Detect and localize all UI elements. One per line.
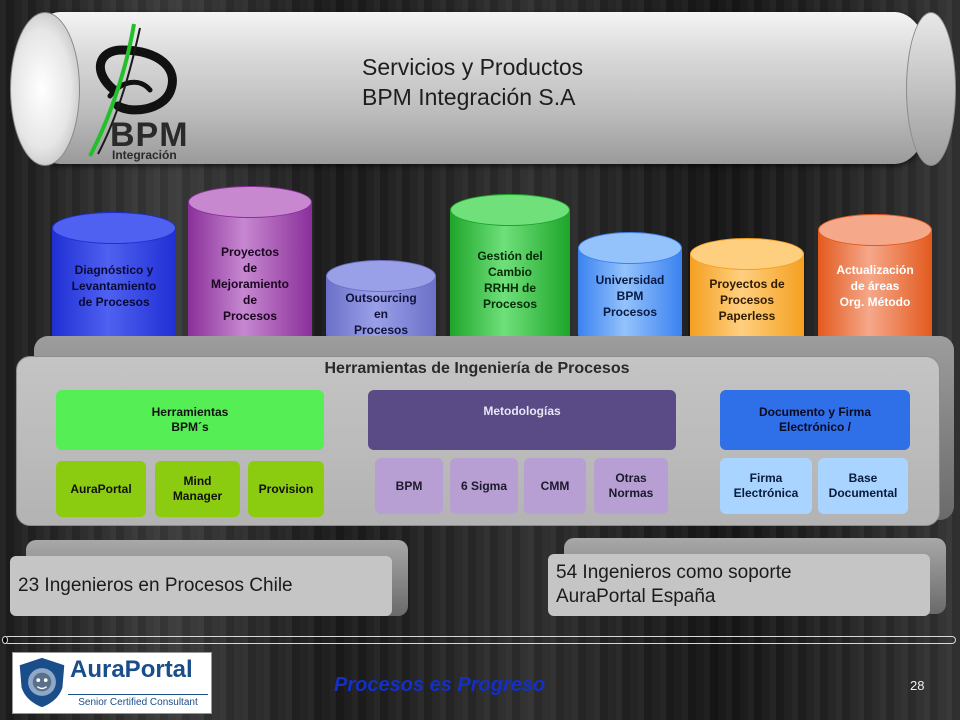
- header-tube-cap: [10, 12, 80, 166]
- cylinder-top: [188, 186, 312, 218]
- firma-line: Firma Electrónica: [733, 471, 799, 500]
- docs-header: Documento y Firma Electrónico /: [720, 390, 910, 450]
- cylinder-top: [818, 214, 932, 246]
- docs-header-line-1: Documento y Firma: [758, 405, 872, 419]
- cylinder-top: [690, 238, 804, 270]
- method-bpm: BPM: [375, 458, 443, 514]
- cylinder-label-line: Universidad: [595, 273, 665, 287]
- bpm-logo-icon: [88, 23, 177, 157]
- cylinder-label-line: Proyectos de: [709, 277, 785, 291]
- method-cmm: CMM: [524, 458, 586, 514]
- cylinder-label-line: Mejoramiento: [210, 277, 289, 291]
- cylinder-label-line: Actualización: [836, 263, 914, 277]
- page-title: Servicios y Productos BPM Integración S.…: [362, 52, 583, 112]
- cylinder-body: [578, 247, 682, 350]
- cylinder-label-line: Diagnóstico y: [74, 263, 154, 277]
- cylinder-label-line: Procesos: [222, 309, 278, 323]
- tools-header-line-1: Herramientas: [151, 405, 229, 419]
- method-otras-normas: Otras Normas: [594, 458, 668, 514]
- cylinder-body: [52, 227, 176, 354]
- cylinder-label-line: Outsourcing: [345, 291, 417, 305]
- banner-espana-line-1: 54 Ingenieros como soporte: [556, 562, 792, 583]
- badge-name: AuraPortal: [70, 656, 193, 683]
- banner-espana: 54 Ingenieros como soporte AuraPortal Es…: [548, 554, 930, 616]
- motto: Procesos es Progreso: [334, 674, 546, 696]
- cylinder-top: [450, 194, 570, 226]
- mind-line: Mind Manager: [172, 474, 223, 503]
- cylinder-label-line: de: [242, 293, 257, 307]
- doc-base-documental: Base Documental: [818, 458, 908, 514]
- cylinder-label-line: de áreas: [850, 279, 900, 293]
- logo-sub-text: Integración: [112, 148, 177, 162]
- header-tube-end: [906, 12, 956, 166]
- cylinder-label-line: Gestión del: [477, 249, 543, 263]
- tools-header-line-2: BPM´s: [171, 420, 209, 434]
- cylinder-top: [326, 260, 436, 292]
- cylinder-label-line: Levantamiento: [71, 279, 157, 293]
- cylinder-label: Diagnóstico y Levantamiento de Procesos: [56, 262, 172, 310]
- base-line: Base Documental: [828, 471, 898, 500]
- cylinder-label-line: Procesos: [719, 293, 775, 307]
- cylinder-label-line: Procesos: [602, 305, 658, 319]
- methods-header: Metodologías: [368, 390, 676, 450]
- page-number: 28: [910, 678, 925, 693]
- cylinder-top: [578, 232, 682, 264]
- footer-divider-end: [2, 636, 8, 644]
- banner-espana-line-2: AuraPortal España: [556, 586, 716, 607]
- cylinder-label-line: Procesos: [353, 323, 409, 337]
- cylinder-label-line: Org. Método: [839, 295, 911, 309]
- cylinder-label-line: en: [373, 307, 388, 321]
- logo-bpm-text: BPM: [110, 116, 189, 154]
- cylinder-label-line: Paperless: [718, 309, 776, 323]
- cylinder-label-line: Proyectos: [220, 245, 280, 259]
- cylinder-top: [52, 212, 176, 244]
- tool-provision: Provision: [248, 461, 324, 517]
- docs-header-line-2: Electrónico /: [778, 420, 852, 434]
- cylinder-label-line: RRHH de: [483, 281, 536, 295]
- cylinder-label-line: de: [242, 261, 257, 275]
- cylinder-body: [450, 209, 570, 354]
- tool-auraportal: AuraPortal: [56, 461, 146, 517]
- banner-chile: 23 Ingenieros en Procesos Chile: [10, 556, 392, 616]
- tools-header: Herramientas BPM´s: [56, 390, 324, 450]
- title-line-2: BPM Integración S.A: [362, 84, 576, 110]
- method-6-sigma: 6 Sigma: [450, 458, 518, 514]
- cylinder-label-line: BPM: [616, 289, 644, 303]
- lion-emblem-icon: [19, 657, 65, 708]
- tool-mind-manager: Mind Manager: [155, 461, 240, 517]
- cylinder-body: [188, 201, 312, 354]
- doc-firma-electronica: Firma Electrónica: [720, 458, 812, 514]
- panel-title: Herramientas de Ingeniería de Procesos: [324, 360, 630, 377]
- cylinder-label-line: de Procesos: [78, 295, 150, 309]
- title-line-1: Servicios y Productos: [362, 54, 584, 80]
- cylinder-label-line: Cambio: [487, 265, 532, 279]
- cylinder-diagnostico: Diagnóstico y Levantamiento de Procesos: [52, 212, 176, 354]
- footer-divider: [4, 636, 956, 644]
- cylinder-body: [818, 229, 932, 354]
- otras-line: Otras Normas: [608, 471, 654, 500]
- cylinder-label-line: Procesos: [482, 297, 538, 311]
- badge-subtitle: Senior Certified Consultant: [68, 694, 208, 711]
